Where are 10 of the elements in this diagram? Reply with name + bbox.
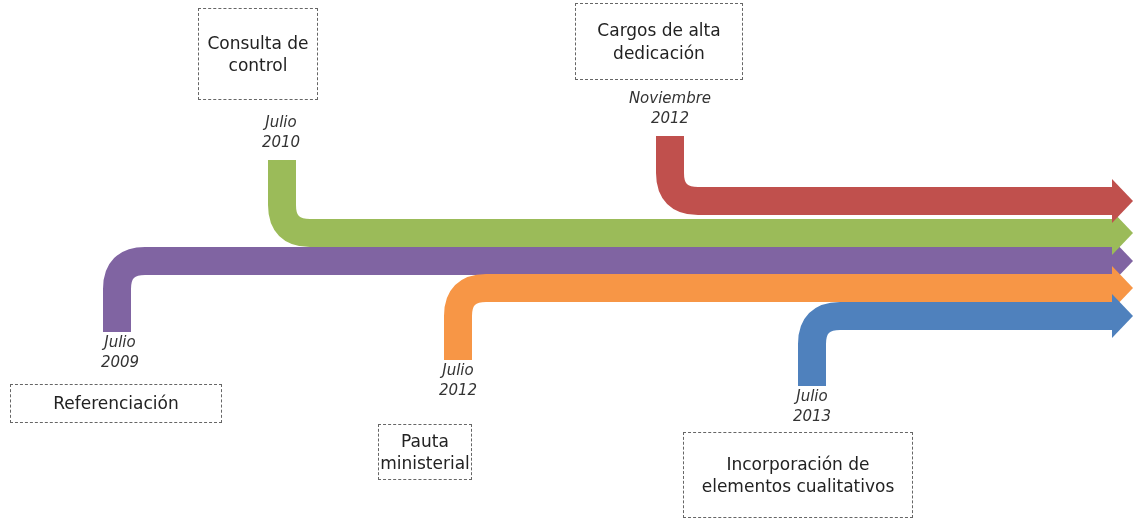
date-label: Noviembre 2012 xyxy=(627,88,713,129)
date-label: Julio 2009 xyxy=(99,332,141,373)
text-box: Cargos de alta dedicación xyxy=(575,3,743,80)
text-box: Pauta ministerial xyxy=(378,424,472,480)
date-label: Julio 2010 xyxy=(260,112,302,153)
date-label: Julio 2013 xyxy=(791,386,833,427)
text-box: Incorporación de elementos cualitativos xyxy=(683,432,913,518)
text-box: Consulta de control xyxy=(198,8,318,100)
date-label: Julio 2012 xyxy=(437,360,479,401)
text-box: Referenciación xyxy=(10,384,222,423)
